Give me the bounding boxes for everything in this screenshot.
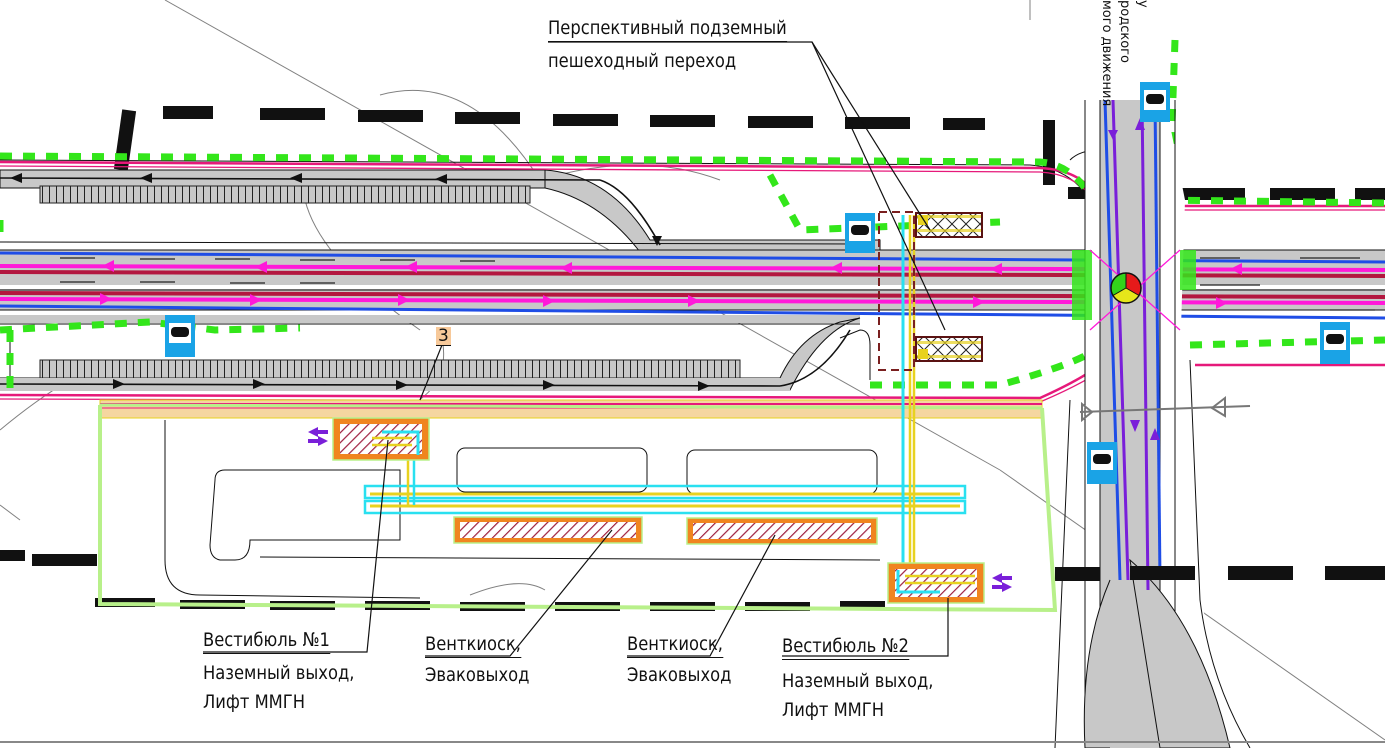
vestibule2-desc: Наземный выход,	[782, 670, 934, 692]
street-label-line3: мого движения	[1099, 0, 1114, 107]
underpass-exit-north	[915, 212, 983, 238]
elevator-icon	[918, 349, 928, 359]
station-site-boundary	[98, 399, 1058, 613]
vestibule1-lift: Лифт ММГН	[203, 691, 306, 713]
site-outlines	[164, 420, 881, 599]
vent-kiosk-1[interactable]	[453, 516, 643, 544]
vestibule2-lift: Лифт ММГН	[782, 699, 885, 721]
vestibule-1[interactable]	[332, 417, 430, 461]
bus-icon	[1140, 82, 1170, 122]
vent2-desc: Эваковыход	[627, 664, 732, 686]
street-label-line2: родского	[1117, 0, 1132, 63]
vent2-title: Венткиоск,	[627, 631, 723, 658]
underpass-label-line1: Перспективный подземный	[548, 15, 787, 42]
double-arrow-icon	[992, 573, 1012, 592]
traffic-light-icon	[1110, 272, 1142, 304]
cross-street	[1054, 99, 1270, 748]
marker-3: 3	[436, 326, 451, 346]
vestibule1-desc: Наземный выход,	[203, 662, 355, 684]
lower-local-road	[0, 315, 871, 391]
underpass-exit-south	[915, 336, 983, 362]
vestibule1-title: Вестибюль №1	[203, 627, 330, 654]
double-arrow-icon	[308, 427, 328, 446]
street-label-line1: у	[1135, 0, 1150, 8]
vestibule2-title: Вестибюль №2	[782, 633, 909, 660]
bus-icon	[165, 315, 195, 357]
vestibule-2[interactable]	[887, 562, 985, 604]
footbridge-icon	[1079, 395, 1251, 423]
underpass-label-line2: пешеходный переход	[548, 50, 737, 72]
bus-icon	[1320, 322, 1350, 364]
leader-lines	[203, 41, 949, 657]
station-tunnels	[363, 215, 967, 590]
elevator-icon	[918, 215, 928, 225]
vent1-title: Венткиоск,	[425, 631, 521, 658]
vent1-desc: Эваковыход	[425, 664, 530, 686]
vent-kiosk-2[interactable]	[686, 517, 878, 545]
upper-local-road	[0, 149, 1101, 253]
underpass-outline	[878, 211, 915, 371]
bus-stop-icons	[165, 82, 1350, 484]
bus-icon	[1087, 442, 1117, 484]
bus-icon	[845, 213, 875, 253]
